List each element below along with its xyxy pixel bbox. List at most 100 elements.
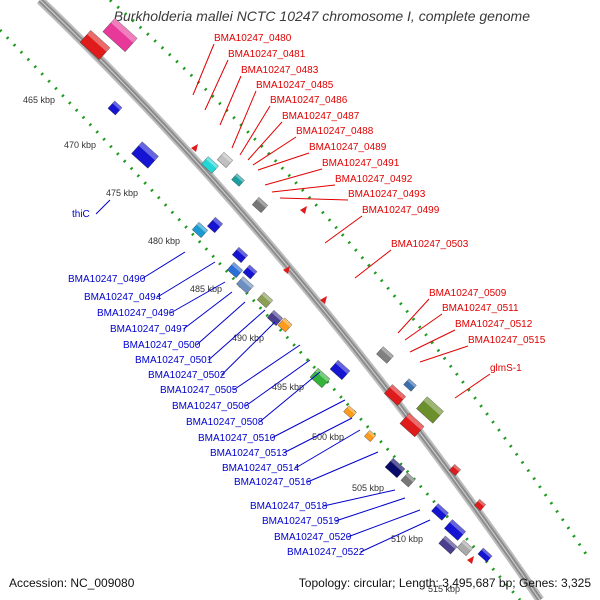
forward-leader-line bbox=[324, 215, 363, 244]
reverse-gene-label: BMA10247_0522 bbox=[287, 547, 365, 558]
reverse-gene-block bbox=[431, 503, 449, 521]
reverse-gene-block bbox=[343, 405, 357, 419]
reverse-gene-label: BMA10247_0518 bbox=[250, 501, 328, 512]
reverse-gene-label: BMA10247_0520 bbox=[274, 532, 352, 543]
reverse-gene-label: BMA10247_0501 bbox=[135, 355, 213, 366]
forward-gene-label: BMA10247_0488 bbox=[296, 126, 374, 137]
forward-leader-line bbox=[192, 43, 215, 96]
forward-gene-block bbox=[474, 499, 486, 511]
reverse-leader-line bbox=[307, 451, 379, 483]
scale-label: 500 kbp bbox=[312, 432, 344, 442]
reverse-leader-line bbox=[141, 251, 186, 280]
forward-leader-line bbox=[252, 136, 297, 166]
forward-leader-line bbox=[454, 373, 491, 399]
reverse-leader-line bbox=[347, 509, 421, 538]
forward-marker bbox=[283, 266, 290, 274]
forward-gene-block bbox=[201, 156, 219, 174]
forward-leader-line bbox=[279, 197, 349, 201]
scale-label: 470 kbp bbox=[64, 140, 96, 150]
reverse-leader-line bbox=[323, 489, 396, 507]
forward-gene-label: BMA10247_0503 bbox=[391, 239, 469, 250]
accession-label: Accession: NC_009080 bbox=[9, 576, 135, 590]
reverse-gene-block bbox=[438, 535, 458, 555]
reverse-gene-label: BMA10247_0506 bbox=[172, 401, 250, 412]
forward-gene-block bbox=[449, 464, 461, 476]
reverse-gene-block bbox=[384, 457, 406, 479]
scale-label: 510 kbp bbox=[391, 534, 423, 544]
reverse-gene-block bbox=[226, 261, 244, 279]
reverse-gene-label: BMA10247_0510 bbox=[198, 433, 276, 444]
reverse-gene-label: BMA10247_0514 bbox=[222, 463, 300, 474]
forward-gene-label: BMA10247_0491 bbox=[322, 158, 400, 169]
reverse-gene-block bbox=[266, 309, 284, 327]
reverse-gene-label: BMA10247_0519 bbox=[262, 516, 340, 527]
reverse-gene-label: BMA10247_0502 bbox=[148, 370, 226, 381]
reverse-gene-block bbox=[206, 216, 224, 234]
reverse-gene-block bbox=[329, 359, 351, 381]
forward-gene-block bbox=[416, 396, 444, 424]
genome-summary: Topology: circular; Length: 3,495,687 bp… bbox=[298, 576, 591, 590]
reverse-leader-line bbox=[360, 519, 431, 553]
reverse-gene-label: thiC bbox=[72, 209, 90, 220]
forward-gene-label: BMA10247_0499 bbox=[362, 205, 440, 216]
forward-leader-line bbox=[354, 249, 392, 279]
reverse-leader-line bbox=[271, 399, 346, 439]
reverse-gene-block bbox=[477, 547, 493, 563]
forward-gene-label: BMA10247_0512 bbox=[455, 319, 533, 330]
reverse-gene-block bbox=[456, 539, 474, 557]
scale-label: 485 kbp bbox=[190, 284, 222, 294]
forward-gene-block bbox=[216, 151, 234, 169]
forward-marker bbox=[467, 556, 474, 564]
forward-leader-line bbox=[247, 121, 283, 161]
reverse-gene-label: BMA10247_0500 bbox=[123, 340, 201, 351]
reverse-gene-block bbox=[191, 221, 209, 239]
forward-gene-label: BMA10247_0485 bbox=[256, 80, 334, 91]
reverse-gene-block bbox=[107, 100, 123, 116]
scale-label: 495 kbp bbox=[272, 382, 304, 392]
forward-gene-block bbox=[251, 196, 269, 214]
reverse-leader-line bbox=[196, 301, 246, 346]
forward-leader-line bbox=[239, 105, 271, 156]
forward-leader-line bbox=[219, 75, 242, 126]
scale-label: 515 kbp bbox=[428, 584, 460, 594]
forward-leader-line bbox=[404, 313, 443, 341]
reverse-leader-line bbox=[170, 281, 226, 314]
reverse-gene-label: BMA10247_0497 bbox=[110, 324, 188, 335]
forward-marker bbox=[191, 144, 198, 152]
forward-gene-block bbox=[403, 378, 417, 392]
forward-gene-label: BMA10247_0492 bbox=[335, 174, 413, 185]
forward-gene-label: BMA10247_0480 bbox=[214, 33, 292, 44]
forward-gene-block bbox=[231, 173, 245, 187]
forward-leader-line bbox=[271, 184, 336, 193]
reverse-leader-line bbox=[183, 291, 233, 330]
reverse-gene-block bbox=[131, 141, 159, 169]
outer-track bbox=[109, 0, 592, 561]
reverse-leader-line bbox=[283, 417, 353, 454]
forward-leader-line bbox=[397, 298, 430, 334]
forward-leader-line bbox=[409, 329, 456, 353]
reverse-gene-block bbox=[277, 317, 293, 333]
scale-label: 490 kbp bbox=[232, 333, 264, 343]
forward-leader-line bbox=[231, 90, 257, 149]
forward-gene-label: BMA10247_0489 bbox=[309, 142, 387, 153]
forward-leader-line bbox=[264, 168, 323, 186]
reverse-gene-block bbox=[400, 472, 416, 488]
reverse-gene-block bbox=[256, 291, 274, 309]
forward-leader-line bbox=[204, 59, 229, 111]
reverse-leader-line bbox=[157, 261, 216, 298]
forward-gene-block bbox=[79, 30, 111, 60]
reverse-leader-line bbox=[295, 429, 361, 469]
reverse-leader-line bbox=[335, 497, 406, 522]
forward-gene-block bbox=[384, 384, 406, 406]
reverse-gene-block bbox=[236, 276, 254, 294]
forward-gene-label: glmS-1 bbox=[490, 363, 522, 374]
reverse-gene-block bbox=[364, 430, 376, 442]
reverse-gene-label: BMA10247_0513 bbox=[210, 448, 288, 459]
reverse-leader-line bbox=[233, 344, 301, 391]
forward-gene-block bbox=[102, 17, 138, 53]
forward-gene-label: BMA10247_0483 bbox=[241, 65, 319, 76]
reverse-leader-line bbox=[95, 199, 111, 215]
forward-gene-label: BMA10247_0487 bbox=[282, 111, 360, 122]
map-title: Burkholderia mallei NCTC 10247 chromosom… bbox=[113, 8, 530, 24]
